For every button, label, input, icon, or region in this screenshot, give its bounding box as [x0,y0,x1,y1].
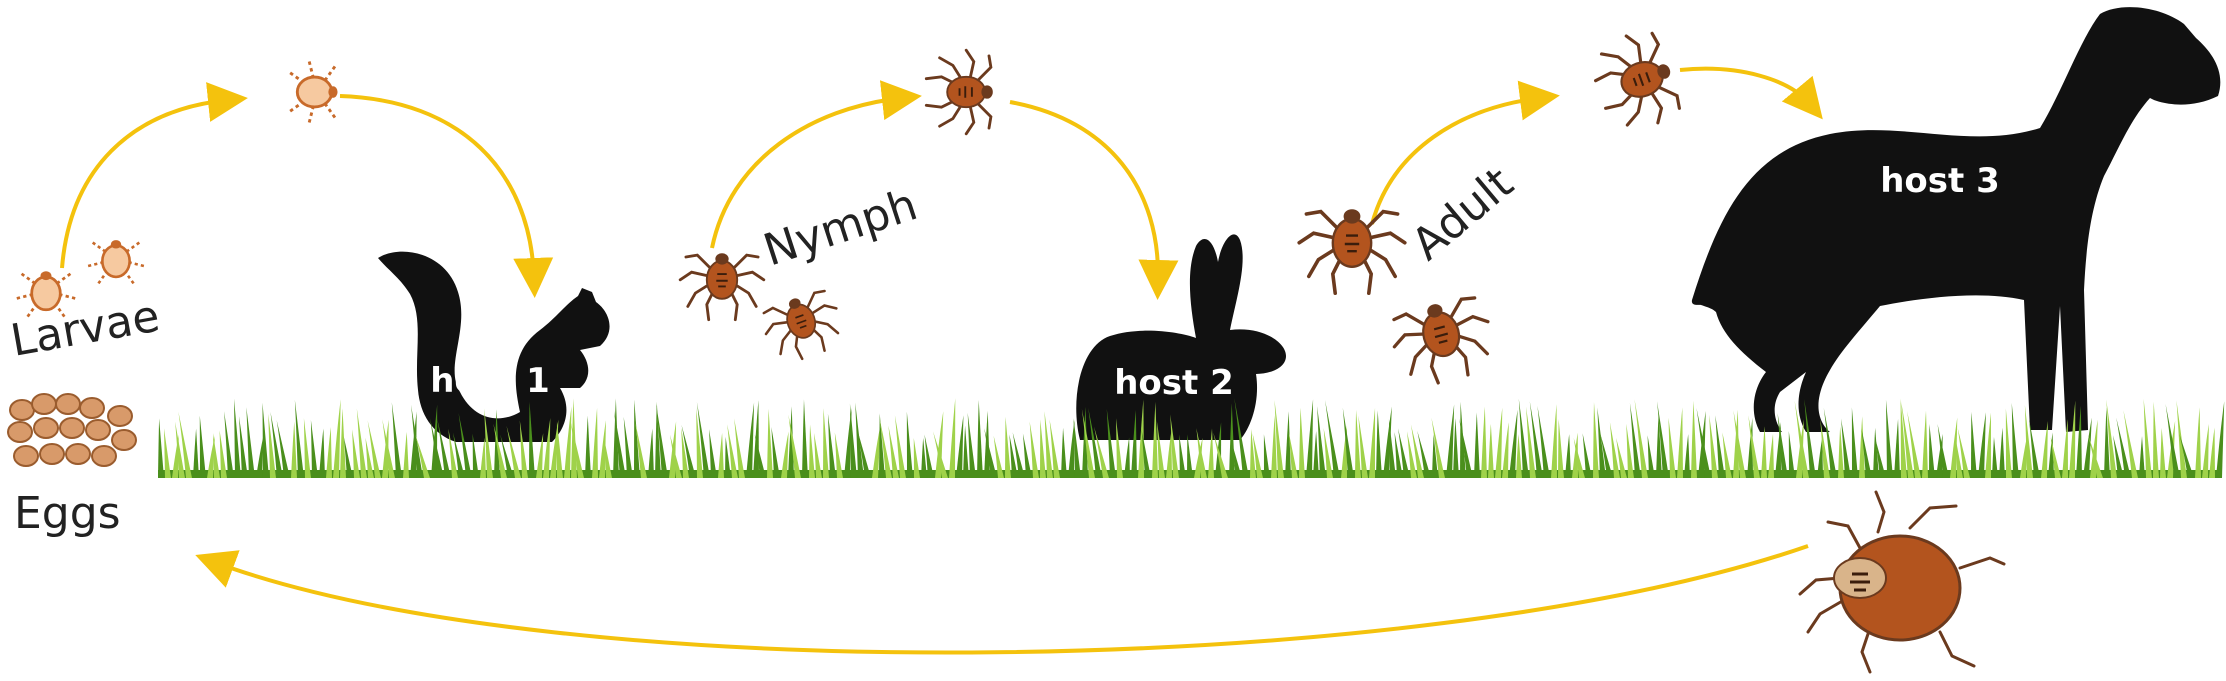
arrow-adult-up [1370,80,1560,225]
arrow-adult-to-host3 [1679,66,1823,120]
arrow-nymph-to-host2 [1009,100,1179,300]
squirrel-icon [378,251,610,442]
arrow-nymph-up [710,80,922,249]
grass-strip [158,398,2225,478]
adult-label: Adult [1402,158,1523,271]
eggs-label: Eggs [14,488,121,539]
dog-icon [1691,7,2221,433]
host2-label: host 2 [1114,363,1234,403]
arrow-larvae-to-host1 [339,94,554,298]
lifecycle-arrows [60,66,1823,655]
arrow-larvae-up [60,82,248,269]
arrow-return-to-eggs [195,544,1809,655]
rabbit-icon [1076,234,1286,440]
larva-tick-icon [13,58,339,320]
host3-label: host 3 [1880,161,2000,201]
larvae-label: Larvae [7,291,163,367]
nymph-label: Nymph [758,179,924,276]
egg-cluster-icon [7,393,137,467]
engorged-tick-icon [1798,490,2006,674]
host1-label: host 1 [430,361,550,401]
